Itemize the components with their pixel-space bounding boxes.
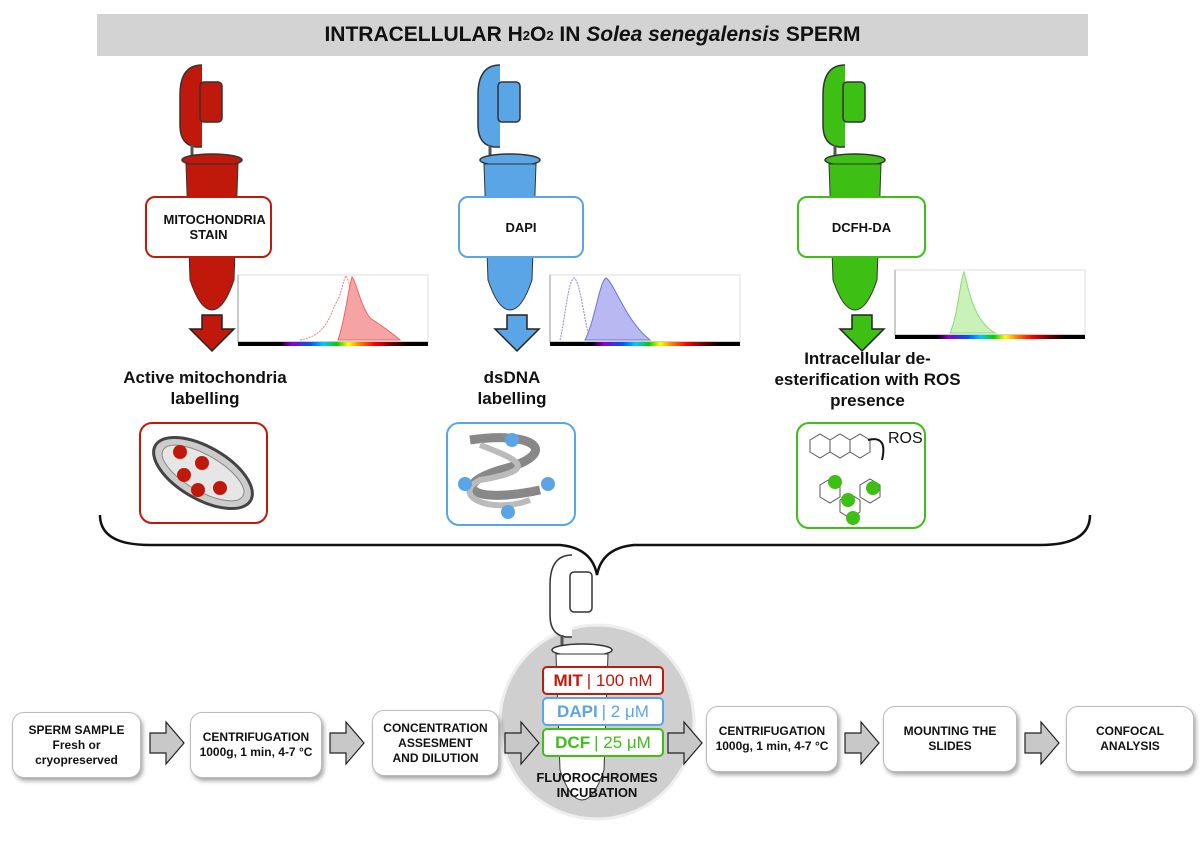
title-text: IN bbox=[553, 23, 587, 46]
dapi-spectrum-chart bbox=[549, 274, 741, 346]
dapi-description: dsDNA labelling bbox=[477, 368, 547, 408]
step-text: 1000g, 1 min, 4-7 °C bbox=[715, 739, 829, 753]
probe-label-dapi: DAPI bbox=[458, 196, 584, 258]
arrow-right-icon bbox=[844, 721, 880, 765]
title-text: INTRACELLULAR H bbox=[324, 23, 523, 46]
arrow-down-icon bbox=[189, 314, 235, 352]
step-text: CENTRIFUGATION bbox=[202, 730, 310, 744]
step-text: AND DILUTION bbox=[392, 750, 479, 765]
title-sub: 2 bbox=[546, 27, 554, 43]
dcf-description: Intracellular de-esterification with ROS… bbox=[774, 349, 961, 410]
blue-tube-icon bbox=[476, 63, 542, 312]
conc-dcf: DCF| 25 μM bbox=[542, 728, 664, 757]
step-text: MOUNTING THE bbox=[903, 724, 997, 738]
dcf-spectrum-chart bbox=[894, 269, 1086, 339]
probe-label-dcfh: DCFH-DA bbox=[797, 196, 926, 258]
conc-mit: MIT| 100 nM bbox=[542, 666, 664, 695]
title-text: SPERM bbox=[780, 23, 861, 46]
dcf-molecule-icon bbox=[796, 422, 926, 529]
brace bbox=[98, 514, 1092, 576]
title-sub: 2 bbox=[522, 27, 530, 43]
mito-spectrum-chart bbox=[237, 274, 429, 346]
label-text: DCFH-DA bbox=[831, 219, 892, 235]
arrow-right-icon bbox=[1024, 721, 1060, 765]
red-tube-icon bbox=[178, 63, 244, 312]
label-text: DAPI bbox=[505, 219, 537, 235]
conc-name: MIT bbox=[553, 670, 583, 690]
step-text: Fresh or bbox=[52, 737, 101, 752]
arrow-down-icon bbox=[494, 314, 540, 352]
step-text: CONCENTRATION bbox=[383, 720, 488, 735]
label-text: MITOCHONDRIA STAIN bbox=[163, 212, 266, 242]
step-text: ASSESMENT bbox=[398, 735, 473, 750]
arrow-down-icon bbox=[839, 314, 885, 352]
conc-name: DCF bbox=[555, 732, 591, 752]
step-text: SPERM SAMPLE bbox=[28, 722, 125, 737]
incubation-label: FLUOROCHROMES INCUBATION bbox=[536, 770, 658, 800]
conc-value: | 25 μM bbox=[594, 732, 651, 752]
green-tube-icon bbox=[821, 63, 887, 312]
conc-value: | 2 μM bbox=[601, 701, 649, 721]
mito-description: Active mitochondria labelling bbox=[123, 368, 287, 408]
conc-name: DAPI bbox=[557, 701, 598, 721]
step-text: SLIDES bbox=[928, 739, 972, 753]
conc-dapi: DAPI| 2 μM bbox=[542, 697, 664, 726]
step-text: CENTRIFUGATION bbox=[718, 724, 826, 738]
step-text: CONFOCAL bbox=[1096, 724, 1164, 738]
title-species: Solea senegalensis bbox=[586, 23, 781, 46]
mitochondrion-icon bbox=[139, 422, 268, 524]
probe-label-mito: MITOCHONDRIA STAIN bbox=[145, 196, 272, 258]
step-text: 1000g, 1 min, 4-7 °C bbox=[199, 745, 313, 759]
arrow-right-icon bbox=[149, 721, 185, 765]
step-text: cryopreserved bbox=[35, 752, 118, 767]
arrow-right-icon bbox=[329, 721, 365, 765]
title-text: O bbox=[530, 23, 547, 46]
step-text: ANALYSIS bbox=[1100, 739, 1160, 753]
conc-value: | 100 nM bbox=[586, 670, 653, 690]
dna-helix-icon bbox=[446, 422, 576, 526]
ros-label: ROS bbox=[888, 430, 923, 447]
